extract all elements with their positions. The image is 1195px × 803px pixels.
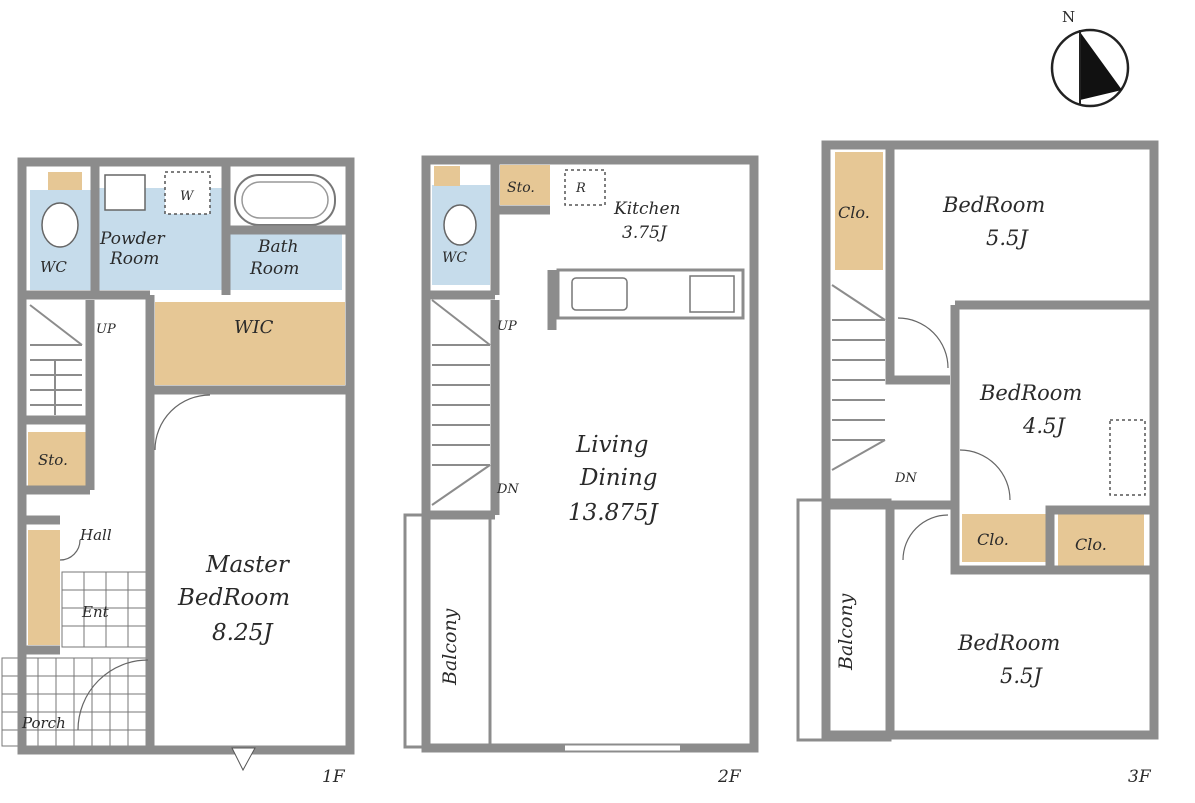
label-dn-3f: DN bbox=[894, 471, 917, 486]
north-label: N bbox=[1062, 8, 1075, 26]
clo-area-3f-c bbox=[1058, 514, 1144, 566]
label-sto-2f: Sto. bbox=[507, 180, 535, 196]
label-fridge: R bbox=[575, 181, 586, 196]
label-kitchen: Kitchen bbox=[613, 199, 680, 219]
label-kitchen-size: 3.75J bbox=[622, 223, 668, 243]
floor-3f: Clo. BedRoom 5.5J BedRoom 4.5J DN Clo. C… bbox=[796, 140, 1159, 787]
floor-label-3f: 3F bbox=[1128, 767, 1152, 787]
label-porch: Porch bbox=[21, 714, 66, 732]
label-hall: Hall bbox=[79, 526, 112, 544]
label-living-size: 13.875J bbox=[568, 500, 659, 526]
window-mark bbox=[231, 747, 256, 772]
label-bath-room: Room bbox=[249, 259, 299, 279]
fridge-space bbox=[564, 169, 606, 206]
label-ent: Ent bbox=[81, 603, 110, 621]
label-master-size: 8.25J bbox=[212, 620, 274, 646]
exterior-wall-1f bbox=[17, 157, 355, 755]
sto-area-1f bbox=[28, 432, 86, 486]
label-master: Master bbox=[205, 552, 291, 578]
label-bedroom-a: BedRoom bbox=[942, 193, 1045, 217]
washer-space bbox=[164, 171, 211, 215]
label-up-2f: UP bbox=[497, 319, 517, 334]
label-sto-1f: Sto. bbox=[38, 451, 68, 469]
floor-2f: WC Sto. R Kitchen 3.75J UP DN Living Din… bbox=[403, 155, 759, 787]
exterior-wall-3f bbox=[821, 140, 1159, 740]
sink-icon bbox=[104, 174, 146, 211]
label-balcony-3f: Balcony bbox=[835, 593, 857, 671]
bath-room-area bbox=[228, 232, 342, 290]
label-bedroom-b-size: 4.5J bbox=[1022, 414, 1066, 438]
label-bedroom-b: BedRoom bbox=[979, 381, 1082, 405]
label-clo-c: Clo. bbox=[1075, 535, 1107, 554]
label-bedroom-c-size: 5.5J bbox=[1000, 664, 1043, 688]
label-living: Living bbox=[575, 432, 649, 458]
label-powder: Powder bbox=[99, 229, 165, 249]
sto-area-2f bbox=[500, 165, 550, 205]
label-wic: WIC bbox=[234, 317, 274, 338]
label-clo-b: Clo. bbox=[977, 530, 1009, 549]
floor-1f: WC Powder Room W Bath Room WIC UP Sto. H… bbox=[1, 157, 355, 787]
bathtub-icon bbox=[234, 174, 336, 226]
label-balcony-2f: Balcony bbox=[439, 608, 461, 686]
label-up-1f: UP bbox=[96, 322, 116, 337]
toilet-icon bbox=[443, 204, 477, 246]
balcony-2f bbox=[403, 513, 492, 749]
label-bedroom-c: BedRoom bbox=[957, 631, 1060, 655]
door-swings-1f bbox=[59, 394, 211, 731]
interior-walls-2f bbox=[426, 160, 557, 520]
compass-icon: N bbox=[1050, 8, 1130, 108]
stairs-2f bbox=[431, 299, 491, 506]
label-washer: W bbox=[180, 189, 195, 204]
kitchen-sink-icon bbox=[571, 277, 628, 311]
stairs-3f bbox=[831, 284, 886, 471]
door-swings-3f bbox=[897, 317, 1011, 561]
toilet-icon bbox=[41, 202, 79, 248]
label-bedroom-a-size: 5.5J bbox=[986, 226, 1029, 250]
clo-area-3f-a bbox=[835, 152, 883, 270]
balcony-3f bbox=[796, 498, 892, 742]
interior-walls-1f bbox=[22, 165, 346, 750]
stairs-1f bbox=[29, 304, 83, 415]
desk-space bbox=[1109, 419, 1146, 496]
label-wc-1f: WC bbox=[40, 258, 67, 276]
label-master-bedroom: BedRoom bbox=[177, 585, 290, 611]
interior-walls-3f bbox=[826, 145, 1154, 735]
label-wc-2f: WC bbox=[442, 250, 467, 266]
label-dn-2f: DN bbox=[496, 482, 519, 497]
label-clo-a: Clo. bbox=[838, 203, 870, 222]
floor-label-1f: 1F bbox=[322, 767, 346, 787]
clo-area-3f-b bbox=[962, 514, 1046, 562]
entrance-tiles bbox=[61, 571, 149, 648]
floor-label-2f: 2F bbox=[717, 767, 742, 787]
stove-icon bbox=[689, 275, 735, 313]
shoe-cabinet bbox=[28, 530, 60, 645]
wic-area bbox=[155, 302, 345, 385]
label-bath: Bath bbox=[257, 237, 298, 257]
label-dining: Dining bbox=[579, 465, 658, 491]
label-powder-room: Room bbox=[109, 249, 159, 269]
wc-tank-1f bbox=[48, 172, 82, 190]
